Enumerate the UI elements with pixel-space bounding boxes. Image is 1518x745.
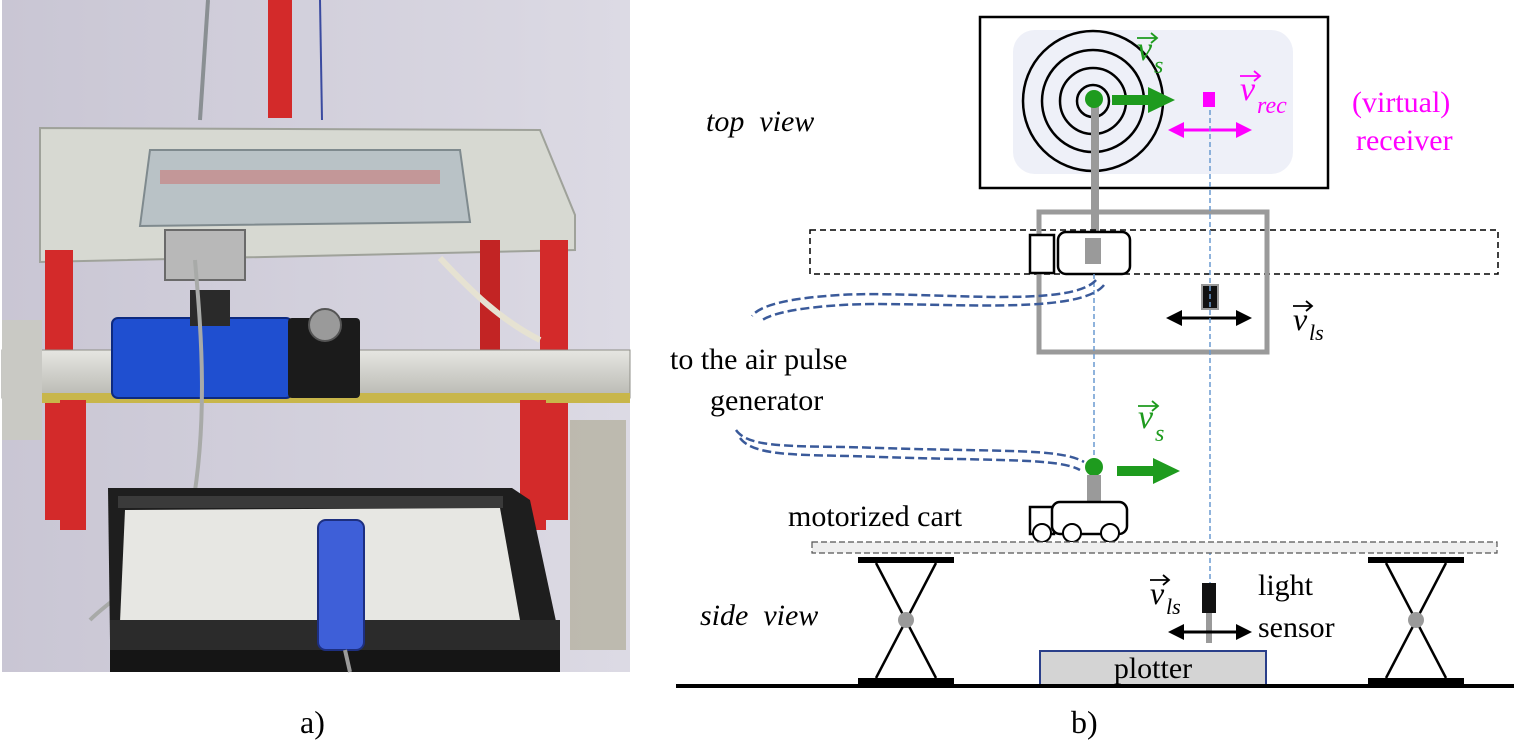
svg-text:v: v — [1293, 301, 1308, 337]
photo-side-stand — [570, 420, 626, 650]
vector-hat — [1137, 32, 1159, 44]
source-dot-side — [1085, 458, 1103, 476]
svg-text:v: v — [1240, 71, 1256, 108]
plotter-label: plotter — [1114, 652, 1192, 685]
svg-text:ls: ls — [1309, 320, 1324, 345]
photo-plotter-base — [110, 650, 560, 672]
vrec-label: v rec — [1240, 70, 1287, 119]
cart-label: motorized cart — [788, 500, 963, 533]
vs-label-side: v s — [1138, 399, 1164, 447]
light-sensor-side-view — [1202, 583, 1216, 613]
photo-plotter-rail — [118, 496, 503, 508]
light-sensor-label-line2: sensor — [1258, 611, 1335, 644]
svg-text:s: s — [1154, 53, 1163, 79]
track-top-view — [809, 229, 1499, 275]
side-view-label: side view — [700, 599, 818, 632]
cart-side-view — [1028, 500, 1129, 543]
cart-wheel — [1100, 523, 1120, 543]
air-pulse-label-line1: to the air pulse — [670, 343, 847, 376]
vs-label-top: v s — [1137, 31, 1163, 79]
floor-line — [676, 684, 1514, 688]
svg-text:rec: rec — [1257, 93, 1287, 119]
plotter-frame-top-view — [1036, 209, 1270, 355]
svg-text:s: s — [1155, 421, 1164, 447]
photo-apparatus — [1, 0, 631, 673]
light-sensor-stem — [1206, 613, 1212, 643]
vector-hat — [1150, 574, 1171, 586]
source-rod-side — [1087, 475, 1101, 507]
vls-arrow-top — [1166, 310, 1252, 326]
vs-arrow-top-head — [1148, 87, 1175, 113]
photo-left-bracket — [2, 320, 42, 440]
photo-reflection — [160, 170, 440, 184]
vector-hat — [1138, 400, 1160, 412]
vs-arrow-side-shaft — [1117, 466, 1155, 476]
air-hose-top — [750, 279, 1105, 323]
caption-b: b) — [1071, 704, 1098, 740]
photo-cart-motor — [288, 318, 360, 398]
caption-a: a) — [300, 704, 325, 740]
vls-label-top: v ls — [1293, 300, 1324, 345]
svg-text:v: v — [1150, 575, 1165, 611]
vls-arrow-side — [1168, 624, 1252, 640]
track-side-view — [811, 541, 1498, 554]
photo-cable — [319, 0, 323, 121]
plotter-box — [1039, 650, 1267, 686]
svg-text:ls: ls — [1166, 594, 1181, 619]
svg-text:v: v — [1138, 399, 1154, 436]
cart-wheel — [1062, 523, 1082, 543]
cart-wheel — [1032, 523, 1052, 543]
photo-red-leg — [60, 400, 86, 530]
photo-tube — [437, 255, 542, 343]
air-hose-side — [734, 429, 1085, 472]
source-rod-top — [1091, 101, 1099, 261]
vector-hat — [1293, 300, 1314, 312]
photo-red-support — [268, 0, 292, 118]
source-dot-top — [1085, 90, 1103, 108]
top-view-label: top view — [706, 105, 814, 138]
vs-arrow-side-head — [1153, 458, 1180, 484]
light-sensor-label-line1: light — [1258, 569, 1314, 602]
stand-right — [1368, 557, 1464, 684]
virtual-receiver-marker — [1203, 92, 1215, 107]
photo-holder — [164, 229, 246, 281]
vls-label-side: v ls — [1150, 574, 1181, 619]
receiver-label-line1: (virtual) — [1352, 86, 1450, 119]
photo-cart-wheel — [308, 308, 342, 342]
vector-hat — [1240, 70, 1262, 82]
stand-left — [858, 557, 954, 684]
photo-cable — [198, 0, 210, 121]
photo-light-sensor — [317, 519, 365, 651]
vs-arrow-top-shaft — [1112, 95, 1150, 105]
cart-motor-top-view — [1028, 233, 1056, 275]
photo-sensor-cable — [343, 649, 352, 673]
air-pulse-label-line2: generator — [710, 384, 823, 417]
receiver-label-line2: receiver — [1356, 124, 1453, 157]
photo-tank-glass — [138, 149, 472, 228]
source-holder-top-view — [1085, 238, 1101, 264]
svg-text:v: v — [1137, 31, 1153, 68]
